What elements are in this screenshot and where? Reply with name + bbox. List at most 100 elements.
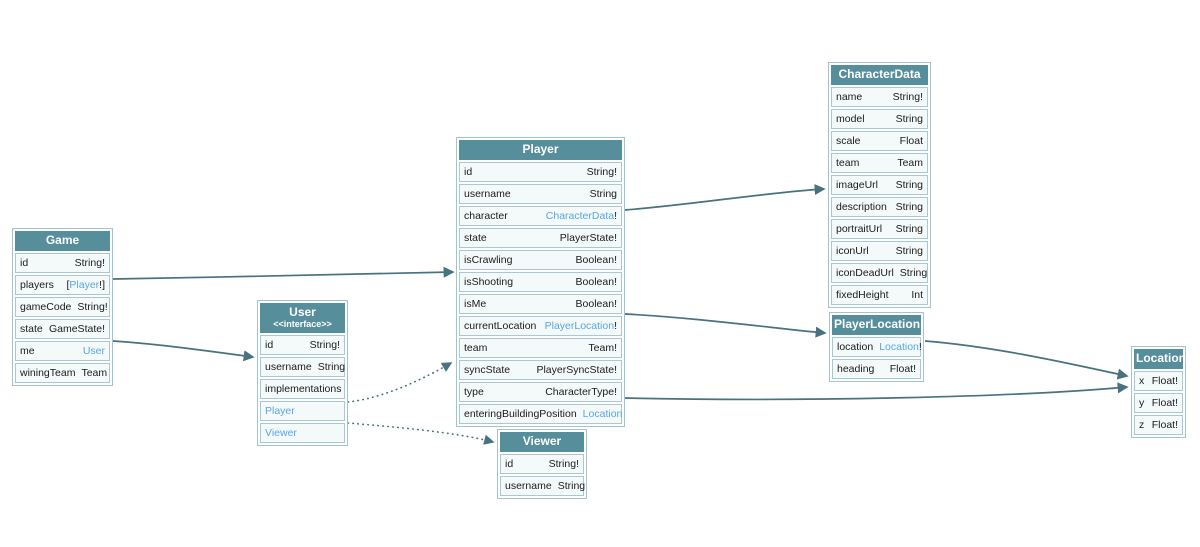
field-type: Int (911, 289, 923, 301)
field-type: Team! (588, 342, 617, 354)
field-name: isMe (464, 298, 487, 310)
edge-player-currentlocation-to-playerlocation (624, 313, 827, 338)
field-row-player-currentLocation[interactable]: currentLocation PlayerLocation! (459, 316, 622, 336)
implementation-link-Viewer[interactable]: Viewer (260, 423, 345, 443)
field-name: description (836, 201, 887, 213)
section-label-text: implementations (265, 383, 342, 395)
implementation-link-text: Player (265, 405, 295, 417)
field-type: Float! (1152, 375, 1178, 387)
field-row-game-players[interactable]: players[Player!] (15, 275, 110, 295)
field-name: scale (836, 135, 861, 147)
field-name: x (1139, 375, 1145, 387)
node-title-playerlocation[interactable]: PlayerLocation (832, 315, 921, 335)
type-link-User[interactable]: User (82, 345, 105, 357)
type-text: String (899, 267, 928, 279)
node-title-player[interactable]: Player (459, 140, 622, 160)
field-name: fixedHeight (836, 289, 889, 301)
field-row-player-character[interactable]: character CharacterData! (459, 206, 622, 226)
type-text: GameState! (48, 323, 105, 335)
type-text: Float! (1151, 375, 1178, 387)
field-name: type (464, 386, 484, 398)
implementation-link-Player[interactable]: Player (260, 401, 345, 421)
field-type: String (900, 267, 927, 279)
type-text: [ (66, 279, 70, 291)
field-row-player-syncState[interactable]: syncState PlayerSyncState! (459, 360, 622, 380)
field-type: CharacterData! (546, 210, 617, 222)
field-row-characterdata-description[interactable]: description String (831, 197, 928, 217)
field-type: String (896, 245, 923, 257)
field-name: imageUrl (836, 179, 879, 191)
type-text: ! (614, 320, 617, 332)
node-title-text: Location (1136, 351, 1186, 365)
field-type: GameState! (49, 323, 105, 335)
node-title-location[interactable]: Location (1134, 349, 1186, 369)
field-row-location-x[interactable]: x Float! (1134, 371, 1183, 391)
type-text: Float (899, 135, 923, 147)
type-link-Player[interactable]: Player (69, 279, 100, 291)
field-name: username (265, 361, 312, 373)
field-name: syncState (464, 364, 511, 376)
field-row-game-me[interactable]: me User (15, 341, 110, 361)
node-title-game[interactable]: Game (15, 231, 110, 251)
type-link-Location[interactable]: Location (582, 408, 623, 420)
field-row-characterdata-fixedHeight[interactable]: fixedHeight Int (831, 285, 928, 305)
field-type: Float! (1152, 397, 1178, 409)
node-title-text: Viewer (522, 434, 562, 448)
field-name: username (464, 188, 511, 200)
type-link-Location[interactable]: Location (879, 341, 919, 353)
field-name: currentLocation (464, 320, 537, 332)
field-name: isCrawling (464, 254, 513, 266)
type-text: PlayerSyncState! (536, 364, 617, 376)
section-label-implementations: implementations (260, 379, 345, 399)
node-title-characterdata[interactable]: CharacterData (831, 65, 928, 85)
node-title-viewer[interactable]: Viewer (500, 432, 584, 452)
field-name: me (20, 345, 35, 357)
type-text: String (895, 223, 923, 235)
type-text: String (895, 245, 923, 257)
field-type: PlayerSyncState! (536, 364, 617, 376)
type-link-CharacterData[interactable]: CharacterData (545, 210, 615, 222)
type-text: String! (548, 458, 579, 470)
node-title-user[interactable]: User<<interface>> (260, 303, 345, 333)
implementation-link-text: Viewer (265, 427, 297, 439)
field-type: Location (583, 408, 623, 420)
type-text: String (895, 201, 923, 213)
type-text: String! (586, 166, 617, 178)
field-row-characterdata-scale[interactable]: scale Float (831, 131, 928, 151)
type-text: String! (77, 301, 108, 313)
type-link-PlayerLocation[interactable]: PlayerLocation (544, 320, 615, 332)
field-name: character (464, 210, 508, 222)
field-type: Boolean! (576, 276, 617, 288)
field-name: winingTeam (20, 367, 76, 379)
